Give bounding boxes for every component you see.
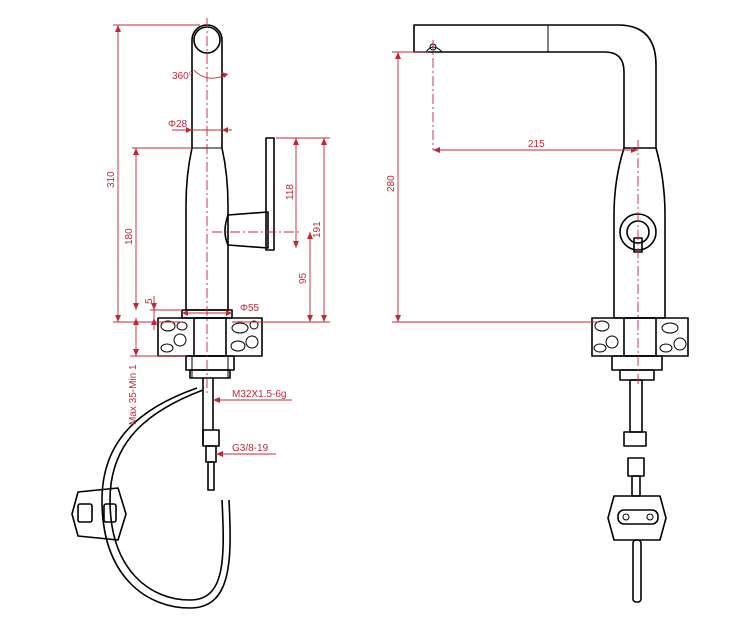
side-supply-nut [627,457,645,477]
front-lever-handle [265,137,275,251]
front-inlet-nut [205,445,217,463]
lever-height-label: 118 [285,184,296,200]
lever-total-label: 191 [312,221,323,238]
reach-label: 215 [528,139,545,150]
front-pullout-hose-outer [101,387,231,609]
side-height-label: 280 [386,175,397,192]
thread-inlet-label: G3/8-19 [232,443,269,454]
thread-main-label: M32X1.5-6g [232,389,286,400]
mount-range-label: Max 35-Min 1 [128,364,139,425]
front-pullout-hose [109,389,224,601]
side-spout [413,24,657,149]
side-supply-pipe [629,379,643,433]
rotation-label: 360° [172,71,193,82]
front-lever-hub [224,211,269,249]
side-spray-head [425,46,443,53]
body-height-label: 180 [124,228,135,245]
front-inlet-fitting [202,429,220,447]
total-height-label: 310 [106,171,117,188]
side-view: 280 215 [386,24,689,603]
side-supply-stem [631,475,641,497]
front-countertop [157,317,263,357]
side-hose-weight [607,495,667,541]
side-body [613,147,666,319]
lever-offset-label: 95 [298,272,309,284]
base-thickness-label: 5 [144,298,155,304]
front-hose-weight [71,487,127,541]
side-countertop [591,317,689,357]
spout-diameter-label: Φ28 [168,119,188,130]
front-mount-washer [189,369,231,379]
side-supply-fitting [623,431,647,447]
side-mount-nut [611,355,663,371]
base-diameter-label: Φ55 [240,303,260,314]
front-mount-nut [185,355,235,371]
front-view: 360° Φ28 310 180 5 Φ55 11 [71,18,330,609]
side-mount-washer [619,369,655,381]
front-inlet-pipe [207,461,215,491]
side-hose-tail [632,539,642,603]
